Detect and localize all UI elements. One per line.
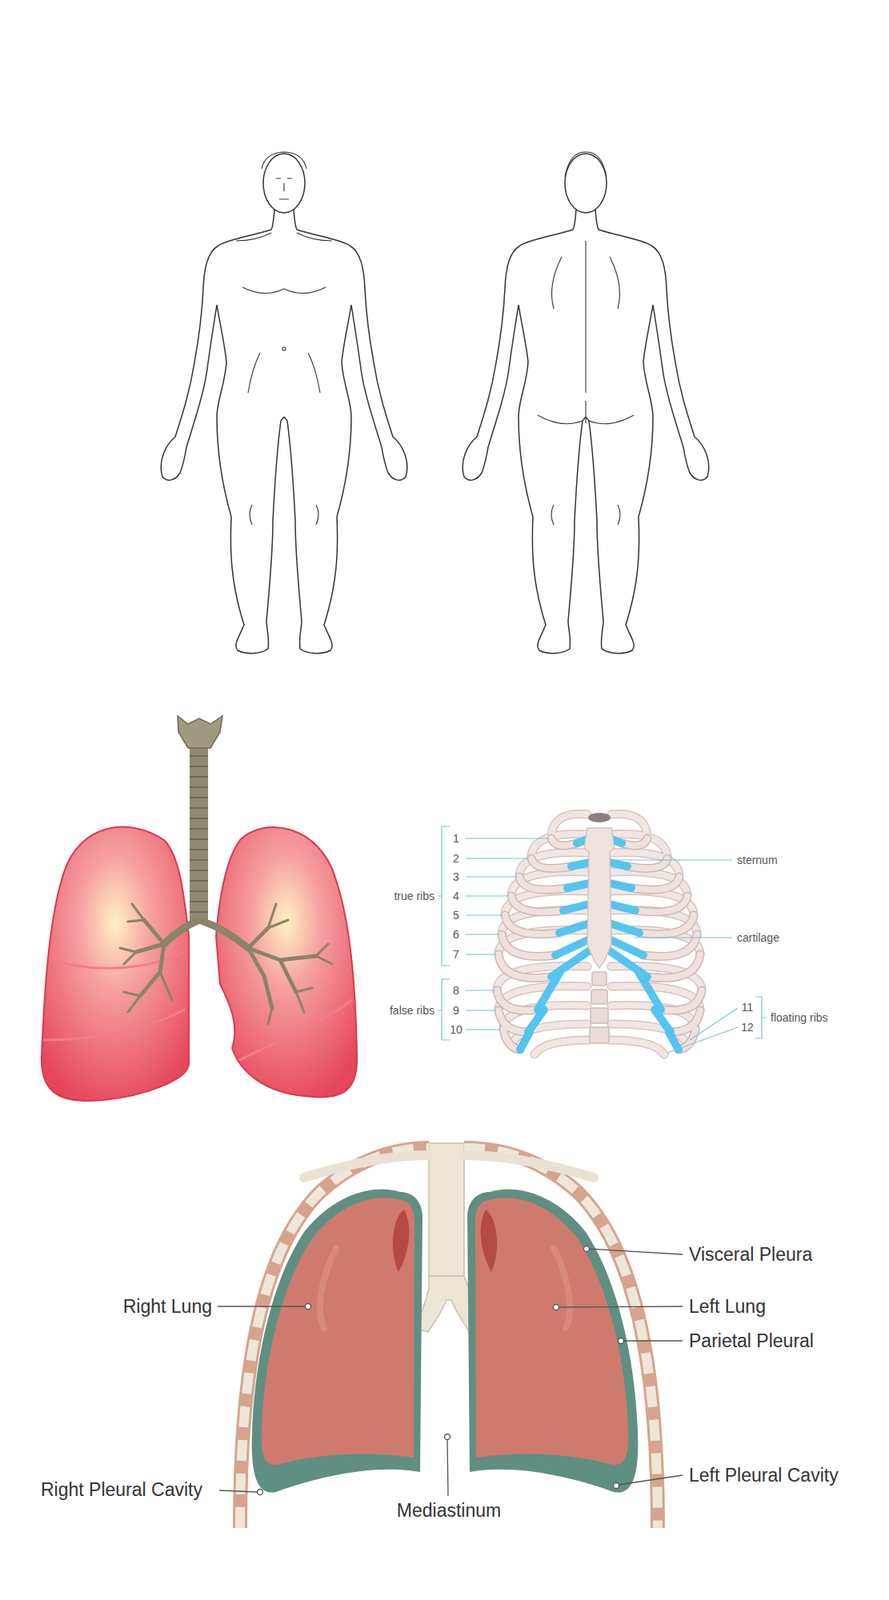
part-label: true ribs xyxy=(393,889,435,903)
rib-number: 3 xyxy=(452,870,460,884)
part-label: Parietal Pleural xyxy=(688,1330,814,1352)
part-label: floating ribs xyxy=(770,1011,829,1025)
part-label: Right Pleural Cavity xyxy=(40,1479,203,1501)
part-label: cartilage xyxy=(736,931,780,945)
rib-number: 9 xyxy=(452,1004,460,1018)
rib-number: 7 xyxy=(452,948,460,962)
part-label: false ribs xyxy=(389,1004,435,1018)
rib-number: 2 xyxy=(452,852,460,865)
body-back xyxy=(462,152,709,654)
rib-cage xyxy=(496,812,702,1055)
rib-number: 8 xyxy=(452,984,460,998)
body-front xyxy=(160,152,408,654)
lungs-illustration xyxy=(41,716,357,1102)
pleura-leaders xyxy=(217,1246,683,1498)
rib-leaders xyxy=(438,826,767,1054)
pleura-diagram xyxy=(240,1143,658,1529)
part-label: Right Lung xyxy=(123,1296,213,1318)
rib-number: 5 xyxy=(452,909,460,922)
rib-number: 1 xyxy=(452,832,460,845)
rib-number: 12 xyxy=(740,1021,754,1034)
rib-number: 10 xyxy=(449,1023,463,1037)
rib-number: 6 xyxy=(452,928,460,942)
part-label: sternum xyxy=(736,853,778,867)
rib-number: 4 xyxy=(452,889,460,903)
part-label: Mediastinum xyxy=(396,1500,501,1522)
part-label: Visceral Pleura xyxy=(688,1244,813,1266)
part-label: Left Lung xyxy=(688,1296,766,1318)
rib-number: 11 xyxy=(741,1001,754,1014)
part-label: Left Pleural Cavity xyxy=(688,1465,839,1486)
